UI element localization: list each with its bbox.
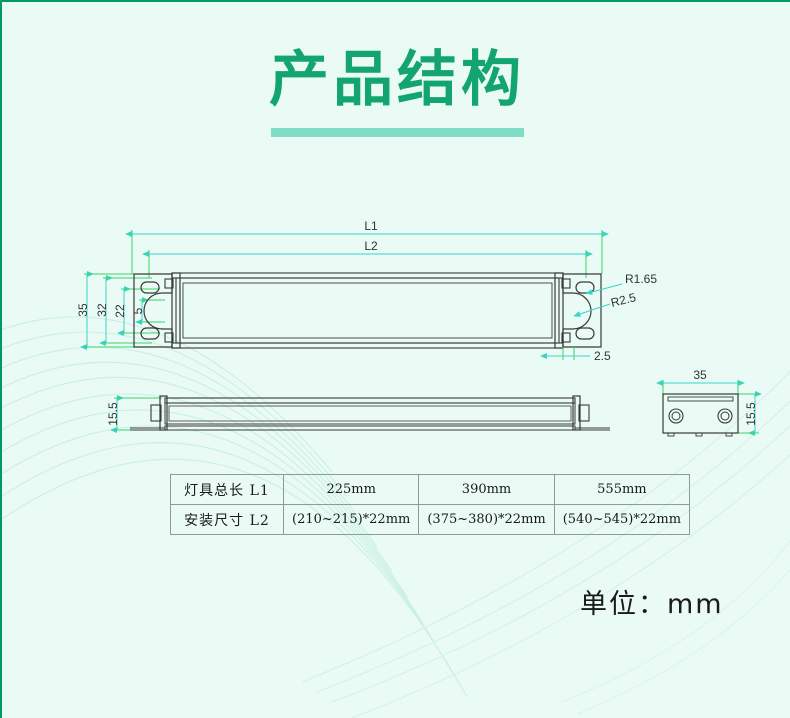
svg-text:32: 32: [95, 303, 109, 317]
svg-text:22: 22: [113, 304, 127, 318]
dimension-15-5-side: 15.5: [106, 395, 162, 433]
dimension-L1: L1: [125, 219, 609, 274]
table-cell: (375~380)*22mm: [418, 504, 555, 535]
table-row: 安装尺寸 L2 (210~215)*22mm (375~380)*22mm (5…: [170, 504, 691, 535]
svg-text:2.5: 2.5: [594, 349, 611, 363]
callout-R25: R2.5: [573, 290, 638, 317]
right-mounting-bracket: [562, 273, 602, 348]
svg-text:35: 35: [693, 368, 707, 382]
page-title-block: 产品结构: [2, 50, 790, 137]
vertical-dimensions-left: 35 32 22 5: [76, 271, 165, 350]
fixture-end-view: [662, 393, 739, 437]
table-cell: (210~215)*22mm: [282, 504, 420, 535]
left-mounting-bracket: [133, 273, 173, 348]
side-view-group: 15.5: [106, 395, 610, 433]
svg-text:R1.65: R1.65: [625, 272, 657, 286]
table-row-header: 灯具总长 L1: [170, 474, 284, 505]
svg-text:R2.5: R2.5: [609, 290, 637, 310]
fixture-body-top-view: [164, 272, 571, 349]
table-cell: 390mm: [418, 474, 555, 505]
svg-text:15.5: 15.5: [106, 402, 120, 426]
spec-table: 灯具总长 L1 225mm 390mm 555mm 安装尺寸 L2 (210~2…: [170, 474, 691, 535]
dimension-2-5: 2.5: [540, 347, 611, 363]
section-view-group: 35 15.5: [656, 368, 762, 437]
table-row: 灯具总长 L1 225mm 390mm 555mm: [170, 474, 691, 505]
unit-note: 单位：mm: [580, 589, 724, 620]
top-view-group: L1 L2 35 32: [76, 219, 657, 363]
dimension-35-section: 35: [656, 368, 745, 396]
page-title: 产品结构: [269, 45, 525, 115]
table-cell: 225mm: [282, 474, 420, 505]
svg-text:L2: L2: [364, 239, 378, 253]
table-cell: (540~545)*22mm: [553, 504, 691, 535]
table-cell: 555mm: [553, 474, 691, 505]
svg-text:5: 5: [131, 307, 145, 314]
spec-table-wrapper: 灯具总长 L1 225mm 390mm 555mm 安装尺寸 L2 (210~2…: [170, 474, 691, 535]
dimension-15-5-section: 15.5: [738, 391, 762, 436]
svg-text:L1: L1: [364, 219, 378, 233]
svg-text:15.5: 15.5: [744, 402, 758, 426]
callout-R165: R1.65: [585, 272, 657, 295]
title-underline: [270, 128, 524, 137]
fixture-body-side-view: [130, 395, 610, 431]
svg-text:35: 35: [76, 303, 90, 317]
dimension-L2: L2: [142, 239, 593, 278]
table-row-header: 安装尺寸 L2: [170, 504, 284, 535]
